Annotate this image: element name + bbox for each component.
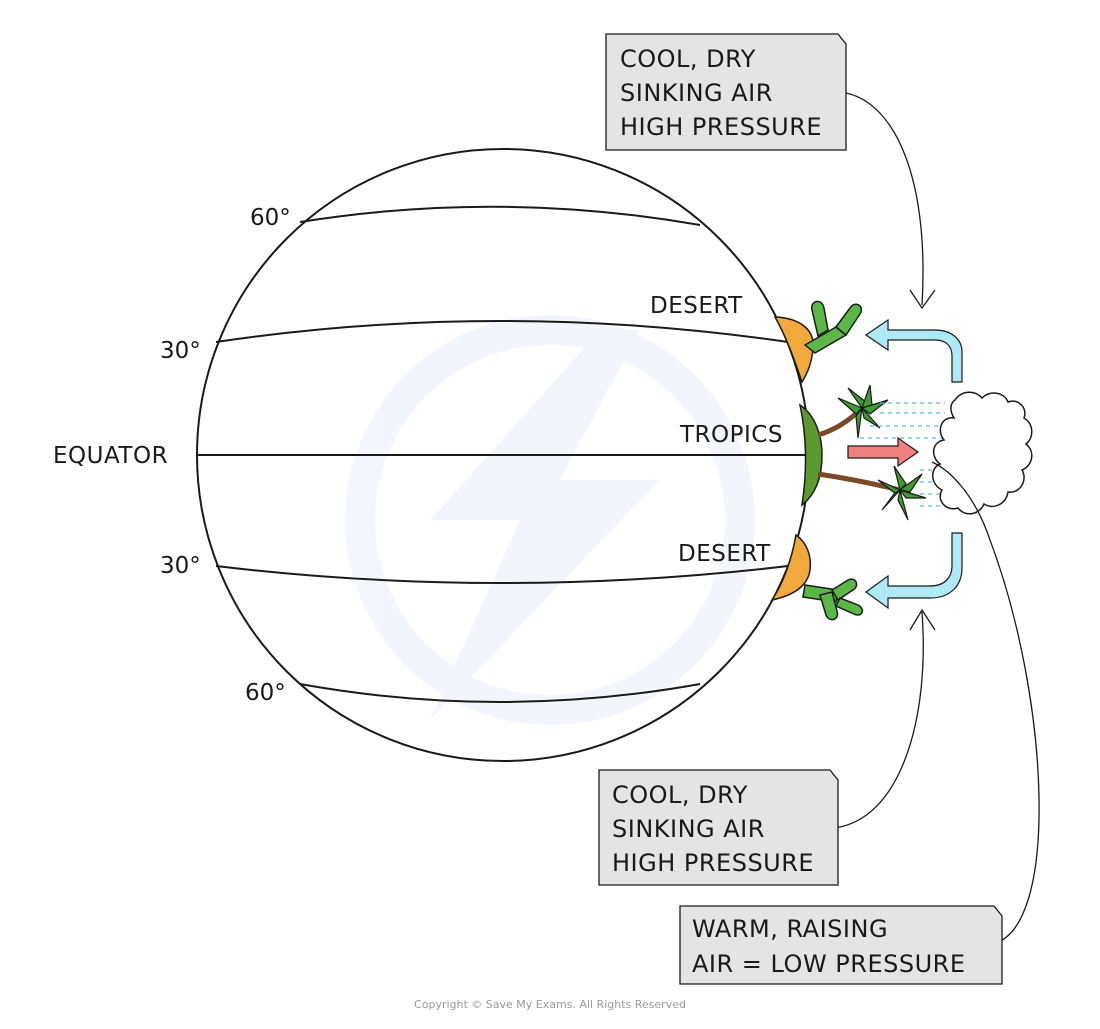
latitude-label-60-north: 60° xyxy=(250,205,291,231)
callout-top: COOL, DRY SINKING AIR HIGH PRESSURE xyxy=(605,33,847,151)
globe xyxy=(196,148,810,762)
latitude-label-30-north: 30° xyxy=(160,338,201,364)
desert-patch-north xyxy=(773,316,814,384)
leader-middle-arrowhead xyxy=(909,608,936,631)
palm-tree-upper-icon xyxy=(817,384,889,439)
latitude-label-60-south: 60° xyxy=(245,680,286,706)
airflow-arrow-north-icon xyxy=(864,318,963,383)
callout-middle-line3: HIGH PRESSURE xyxy=(612,849,814,877)
tropics-label: TROPICS xyxy=(679,422,783,448)
desert-patch-south xyxy=(770,533,812,602)
callout-middle: COOL, DRY SINKING AIR HIGH PRESSURE xyxy=(598,769,839,886)
latitude-line-60-south xyxy=(299,683,701,703)
latitude-line-30-north xyxy=(215,320,789,343)
latitude-line-60-north xyxy=(299,205,701,226)
tropics-patch xyxy=(798,403,823,507)
leader-top-arrowhead xyxy=(909,289,936,310)
callout-bottom-line1: WARM, RAISING xyxy=(692,915,888,943)
watermark-logo xyxy=(345,315,755,725)
callout-top-line3: HIGH PRESSURE xyxy=(620,113,822,141)
equator-label: EQUATOR xyxy=(53,443,168,469)
desert-label-south: DESERT xyxy=(678,541,771,567)
cloud-icon xyxy=(932,391,1033,515)
callout-top-line1: COOL, DRY xyxy=(620,45,756,73)
callout-middle-line1: COOL, DRY xyxy=(612,781,748,809)
warm-air-arrow-icon xyxy=(847,436,920,468)
desert-label-north: DESERT xyxy=(650,293,743,319)
cactus-north-icon xyxy=(803,300,862,354)
latitude-label-30-south: 30° xyxy=(160,553,201,579)
callout-leaders xyxy=(833,91,1040,945)
callout-bottom: WARM, RAISING AIR = LOW PRESSURE xyxy=(679,905,1003,985)
callout-top-line2: SINKING AIR xyxy=(620,79,773,107)
leader-middle xyxy=(833,611,924,829)
leader-bottom xyxy=(931,461,1040,945)
cactus-south-icon xyxy=(802,578,864,621)
airflow-arrow-south-icon xyxy=(864,532,963,610)
palm-tree-lower-icon xyxy=(817,465,927,521)
callout-middle-line2: SINKING AIR xyxy=(612,815,765,843)
leader-top xyxy=(837,91,924,306)
latitude-line-30-south xyxy=(215,565,789,584)
copyright-notice: Copyright © Save My Exams. All Rights Re… xyxy=(414,998,686,1011)
callout-bottom-line2: AIR = LOW PRESSURE xyxy=(692,950,966,978)
